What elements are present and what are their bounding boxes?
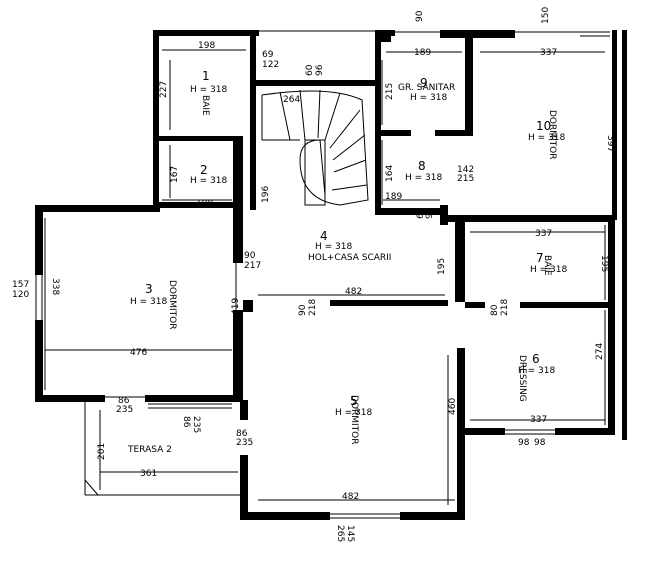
dim-label: 167	[170, 166, 180, 183]
room-2-height: H = 318	[190, 176, 227, 186]
dim-label: 150	[541, 7, 551, 24]
dim-label: 215	[457, 174, 474, 184]
dim-label: 482	[345, 287, 362, 297]
room-3-number: 3	[145, 282, 153, 296]
dim-label: 122	[262, 60, 279, 70]
room-1-number: 1	[202, 69, 210, 83]
dim-label: 215	[385, 83, 395, 100]
dimension-lines	[44, 49, 606, 505]
dim-label: 120	[12, 290, 29, 300]
dim-label: 460	[448, 398, 458, 415]
room-7-height: H = 318	[530, 265, 567, 275]
dim-label: 145	[345, 525, 355, 542]
room-8-height: H = 318	[405, 173, 442, 183]
walls	[35, 30, 627, 520]
dim-label: 96	[425, 207, 435, 219]
room-4-number: 4	[320, 229, 328, 243]
room-6-name: DRESSING	[517, 355, 527, 402]
staircase	[261, 89, 369, 206]
dim-label: 338	[50, 278, 60, 295]
room-9: 9 GR. SANITAR H = 318	[398, 76, 455, 103]
room-6: 6 H = 318 DRESSING	[517, 352, 555, 402]
room-9-name: GR. SANITAR	[398, 83, 455, 93]
dim-label: 142	[457, 165, 474, 175]
dim-label: 198	[198, 41, 215, 51]
room-4: 4 H = 318 HOL+CASA SCARII	[308, 229, 391, 263]
dim-label: 274	[595, 343, 605, 360]
room-3: 3 H = 318 DORMITOR	[130, 280, 177, 330]
dim-label: 98	[518, 438, 530, 448]
room-1-height: H = 318	[190, 85, 227, 95]
room-2: 2 H = 318	[190, 163, 227, 186]
dim-label: 86	[236, 429, 248, 439]
dim-label: 189	[414, 48, 431, 58]
room-3-name: DORMITOR	[167, 280, 177, 330]
dim-label: 482	[342, 492, 359, 502]
dim-label: 337	[540, 48, 557, 58]
room-5: 5 H = 318 DORMITOR	[335, 394, 372, 445]
room-8: 8 H = 318	[405, 159, 442, 183]
dim-label: 361	[140, 469, 157, 479]
room-1: 1 H = 318 BAIE	[190, 69, 227, 116]
room-7-name: BAIE	[542, 255, 552, 276]
dim-label: 80	[490, 304, 500, 316]
windows	[35, 30, 610, 519]
dim-label: 189	[385, 192, 402, 202]
dim-label: 235	[236, 438, 253, 448]
room-4-name: HOL+CASA SCARII	[308, 253, 391, 263]
room-9-height: H = 318	[410, 93, 447, 103]
room-10-name: DORMITOR	[547, 110, 557, 160]
room-5-number: 5	[350, 394, 358, 408]
dimension-labels: 198 69 122 227 60 96 264 189 337 90 150 …	[12, 7, 615, 543]
dim-label: 265	[335, 525, 345, 542]
dim-label: 98	[534, 438, 546, 448]
room-10-number: 10	[536, 119, 551, 133]
room-8-number: 8	[418, 159, 426, 173]
dim-label: 218	[500, 299, 510, 316]
dim-label: 337	[530, 415, 547, 425]
dim-label: 227	[159, 81, 169, 98]
dim-label: 198	[196, 199, 213, 209]
room-6-height: H = 318	[518, 366, 555, 376]
dim-label: 419	[231, 298, 241, 315]
dim-label: 60	[305, 64, 315, 76]
room-10: 10 H = 318 DORMITOR	[528, 110, 565, 160]
dim-label: 164	[385, 165, 395, 182]
dim-label: 90	[298, 304, 308, 316]
dim-label: 90	[244, 251, 256, 261]
dim-label: 201	[97, 443, 107, 460]
dim-label: 476	[130, 348, 147, 358]
room-7-number: 7	[536, 251, 544, 265]
dim-label: 157	[12, 280, 29, 290]
room-10-height: H = 318	[528, 133, 565, 143]
dim-label: 69	[262, 50, 274, 60]
room-5-name: DORMITOR	[349, 395, 359, 445]
dim-label: 397	[605, 135, 615, 152]
dim-label: 196	[261, 186, 271, 203]
room-1-name: BAIE	[200, 95, 210, 116]
dim-label: 96	[315, 64, 325, 76]
terrace-label: TERASA 2	[127, 445, 172, 455]
room-4-height: H = 318	[315, 242, 352, 252]
room-2-number: 2	[200, 163, 208, 177]
dim-label: 217	[244, 261, 261, 271]
dim-label: 195	[437, 258, 447, 275]
dim-label: 235	[191, 416, 201, 433]
dim-label: 337	[535, 229, 552, 239]
room-9-number: 9	[420, 76, 428, 90]
dim-label: 195	[599, 255, 609, 272]
room-5-height: H = 318	[335, 408, 372, 418]
dim-label: 218	[308, 299, 318, 316]
dim-label: 86	[181, 416, 191, 428]
dim-label: 264	[283, 95, 300, 105]
dim-label: 235	[116, 405, 133, 415]
room-7: 7 H = 318 BAIE	[530, 251, 567, 276]
room-3-height: H = 318	[130, 297, 167, 307]
dim-label: 60	[416, 207, 426, 219]
dim-label: 86	[118, 396, 130, 406]
dim-label: 90	[415, 10, 425, 22]
room-6-number: 6	[532, 352, 540, 366]
